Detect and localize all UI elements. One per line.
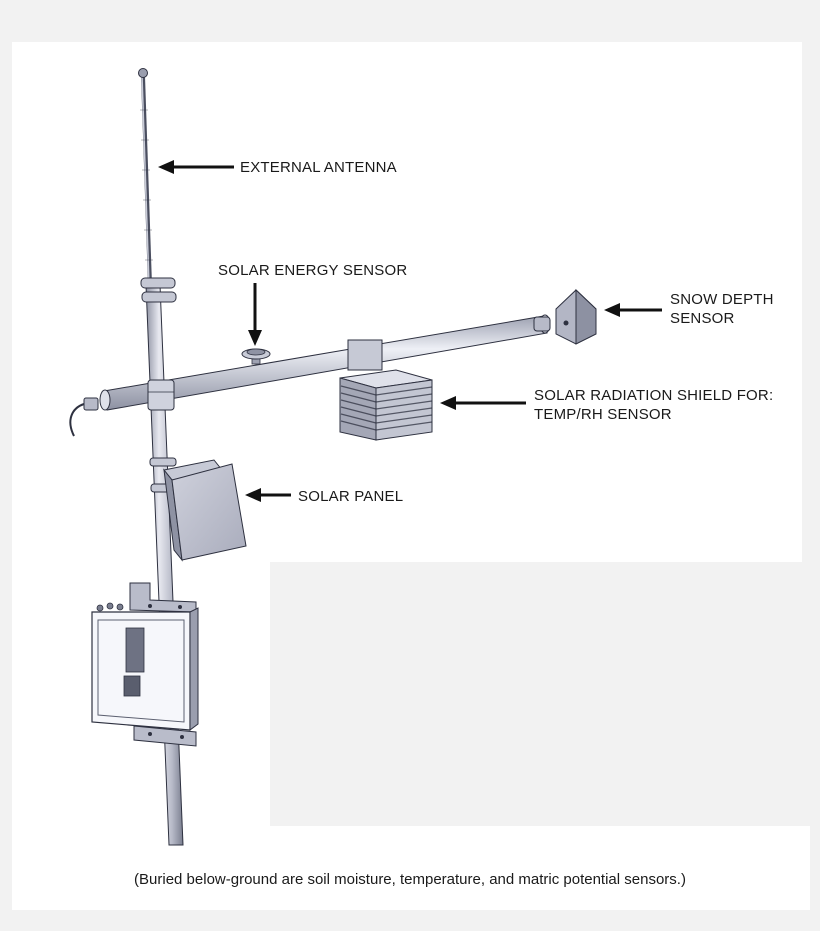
solar-panel bbox=[163, 459, 247, 562]
label-solar-radiation-shield: SOLAR RADIATION SHIELD FOR: TEMP/RH SENS… bbox=[534, 386, 773, 424]
snow-depth-sensor bbox=[555, 288, 597, 345]
arrow-snow-depth-sensor bbox=[604, 303, 662, 317]
arrow-external-antenna bbox=[158, 160, 234, 174]
label-solar-energy-sensor: SOLAR ENERGY SENSOR bbox=[218, 262, 408, 279]
datalogger-enclosure bbox=[91, 582, 199, 747]
crossarm bbox=[69, 314, 551, 437]
solar-radiation-shield bbox=[339, 339, 433, 441]
label-snow-depth-line2: SENSOR bbox=[670, 310, 735, 327]
solar-energy-sensor bbox=[241, 348, 271, 365]
label-solar-radiation-shield-line1: SOLAR RADIATION SHIELD FOR: bbox=[534, 387, 774, 404]
arrow-solar-energy-sensor bbox=[248, 283, 262, 346]
panel-background-caption bbox=[12, 826, 810, 910]
external-antenna bbox=[138, 68, 153, 286]
label-snow-depth-sensor: SNOW DEPTH SENSOR bbox=[670, 290, 774, 328]
caption: (Buried below-ground are soil moisture, … bbox=[134, 871, 686, 888]
label-snow-depth-line1: SNOW DEPTH bbox=[670, 291, 774, 308]
label-solar-radiation-shield-line2: TEMP/RH SENSOR bbox=[534, 406, 672, 423]
label-solar-panel: SOLAR PANEL bbox=[298, 488, 404, 505]
arrow-solar-panel bbox=[245, 488, 291, 502]
main-pole bbox=[140, 277, 184, 846]
label-external-antenna: EXTERNAL ANTENNA bbox=[240, 159, 397, 176]
arrow-solar-radiation-shield bbox=[440, 396, 526, 410]
